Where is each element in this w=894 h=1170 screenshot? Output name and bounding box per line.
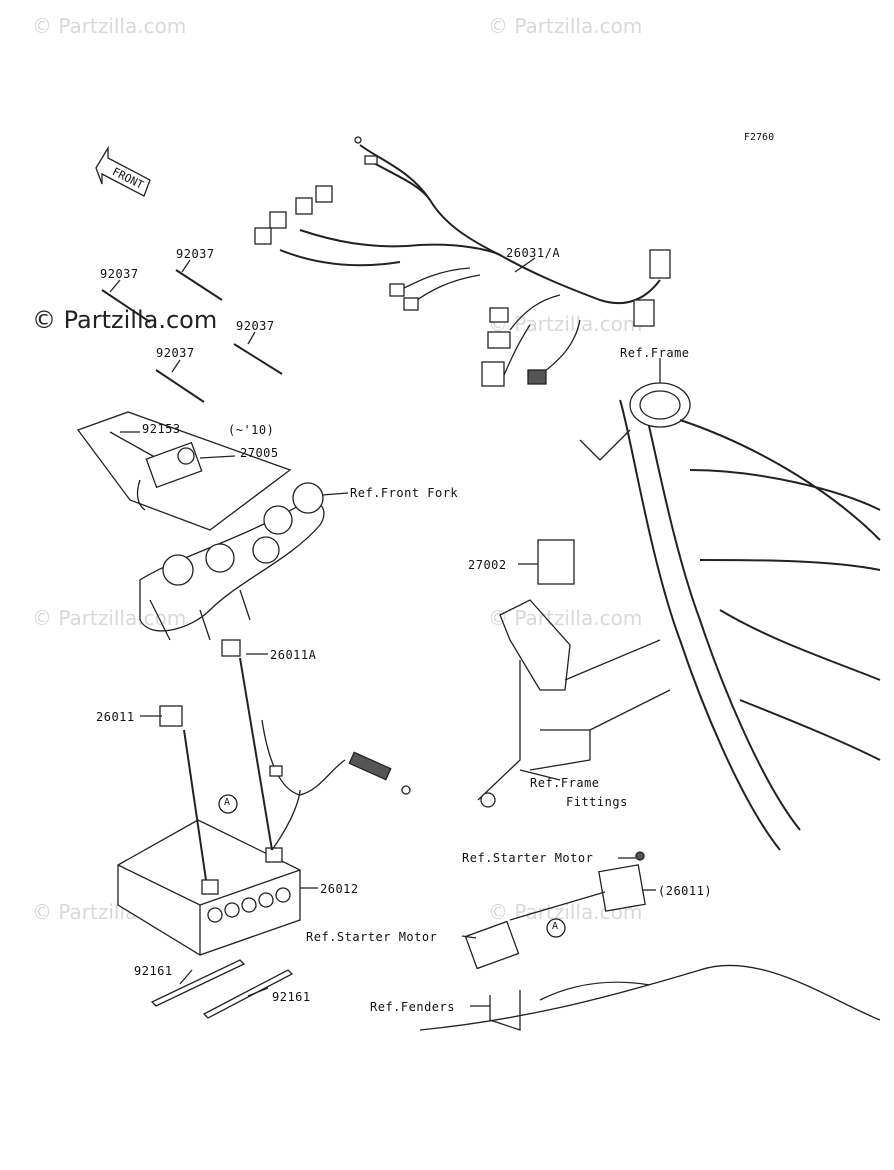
callout-strap: 92037 bbox=[100, 267, 139, 281]
front-fork-clamp bbox=[139, 482, 325, 641]
callout-battery: 26012 bbox=[320, 882, 359, 896]
callout-relay-box: 27002 bbox=[468, 558, 507, 572]
callout-starter-motor: Ref.Starter Motor bbox=[462, 851, 594, 865]
strap-parts bbox=[101, 269, 283, 403]
watermark: © Partzilla.com bbox=[32, 14, 187, 38]
callout-cable: 26011 bbox=[96, 710, 135, 724]
watermark: © Partzilla.com bbox=[488, 312, 643, 336]
watermark: © Partzilla.com bbox=[488, 14, 643, 38]
callout-strap: 92037 bbox=[156, 346, 195, 360]
frame bbox=[579, 382, 881, 851]
callout-relay-note: (~'10) bbox=[228, 423, 275, 437]
callout-strap: 92037 bbox=[236, 319, 275, 333]
callout-strip: 92161 bbox=[272, 990, 311, 1004]
connection-point-a: A bbox=[552, 921, 559, 932]
pad-strips bbox=[150, 959, 294, 1019]
battery bbox=[117, 819, 301, 956]
callout-frame-fittings: Ref.Frame bbox=[530, 776, 600, 790]
callout-frame: Ref.Frame bbox=[620, 346, 690, 360]
callout-starter-cable: (26011) bbox=[658, 884, 713, 898]
callout-lead-a: 26011A bbox=[270, 648, 317, 662]
callout-harness: 26031/A bbox=[506, 246, 561, 260]
callout-strip: 92161 bbox=[134, 964, 173, 978]
watermark: © Partzilla.com bbox=[488, 606, 643, 630]
leader-lines bbox=[109, 257, 661, 1007]
starter-relay bbox=[419, 851, 881, 1031]
figure-code: F2760 bbox=[744, 132, 775, 143]
callout-fenders: Ref.Fenders bbox=[370, 1000, 455, 1014]
wire-harness bbox=[254, 136, 671, 387]
front-arrow-icon: FRONT bbox=[95, 145, 151, 197]
battery-cables bbox=[159, 639, 411, 881]
watermark: © Partzilla.com bbox=[32, 606, 187, 630]
callout-frame-fittings: Fittings bbox=[566, 795, 628, 809]
frame-fittings bbox=[477, 539, 671, 808]
relay-panel bbox=[76, 411, 292, 531]
callout-front-fork: Ref.Front Fork bbox=[350, 486, 459, 500]
brand-logo-text: © Partzilla.com bbox=[32, 306, 218, 334]
callout-relay: 27005 bbox=[240, 446, 279, 460]
callout-bolt: 92153 bbox=[142, 422, 181, 436]
connection-point-a: A bbox=[224, 797, 231, 808]
callout-starter-motor: Ref.Starter Motor bbox=[306, 930, 438, 944]
callout-strap: 92037 bbox=[176, 247, 215, 261]
